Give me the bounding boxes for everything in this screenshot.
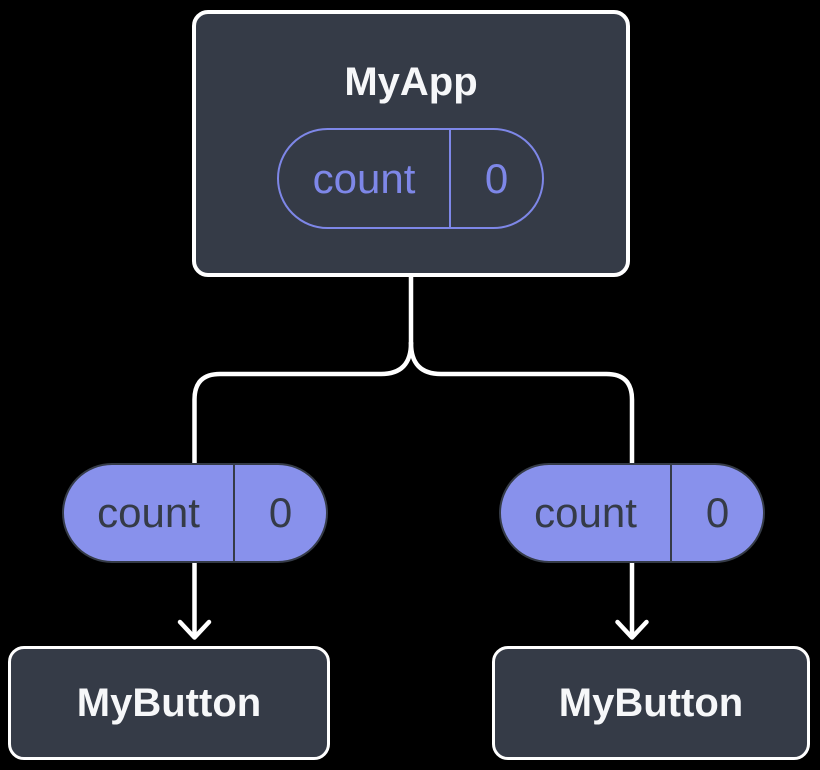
state-pill-left-child: count 0 <box>62 463 328 563</box>
node-myapp: MyApp count 0 <box>192 10 630 277</box>
state-pill-right-value: 0 <box>670 465 763 561</box>
node-mybutton-right-title: MyButton <box>558 681 744 725</box>
edge-branch-right <box>408 340 635 637</box>
edge-branch-left <box>192 340 414 637</box>
state-pill-root-name: count <box>312 154 416 202</box>
node-mybutton-left-title: MyButton <box>76 681 262 725</box>
state-pill-left-name: count <box>97 489 200 536</box>
arrowhead-left-icon <box>177 619 212 640</box>
state-pill-right-name: count <box>534 489 637 536</box>
node-myapp-title: MyApp <box>344 60 478 104</box>
state-pill-root: count 0 <box>277 128 544 229</box>
state-pill-root-value: 0 <box>449 130 542 227</box>
state-pill-left-value: 0 <box>233 465 326 561</box>
state-pill-right-child: count 0 <box>499 463 765 563</box>
arrowhead-right-icon <box>615 619 649 640</box>
node-mybutton-left: MyButton <box>8 646 330 760</box>
node-mybutton-right: MyButton <box>492 646 810 760</box>
